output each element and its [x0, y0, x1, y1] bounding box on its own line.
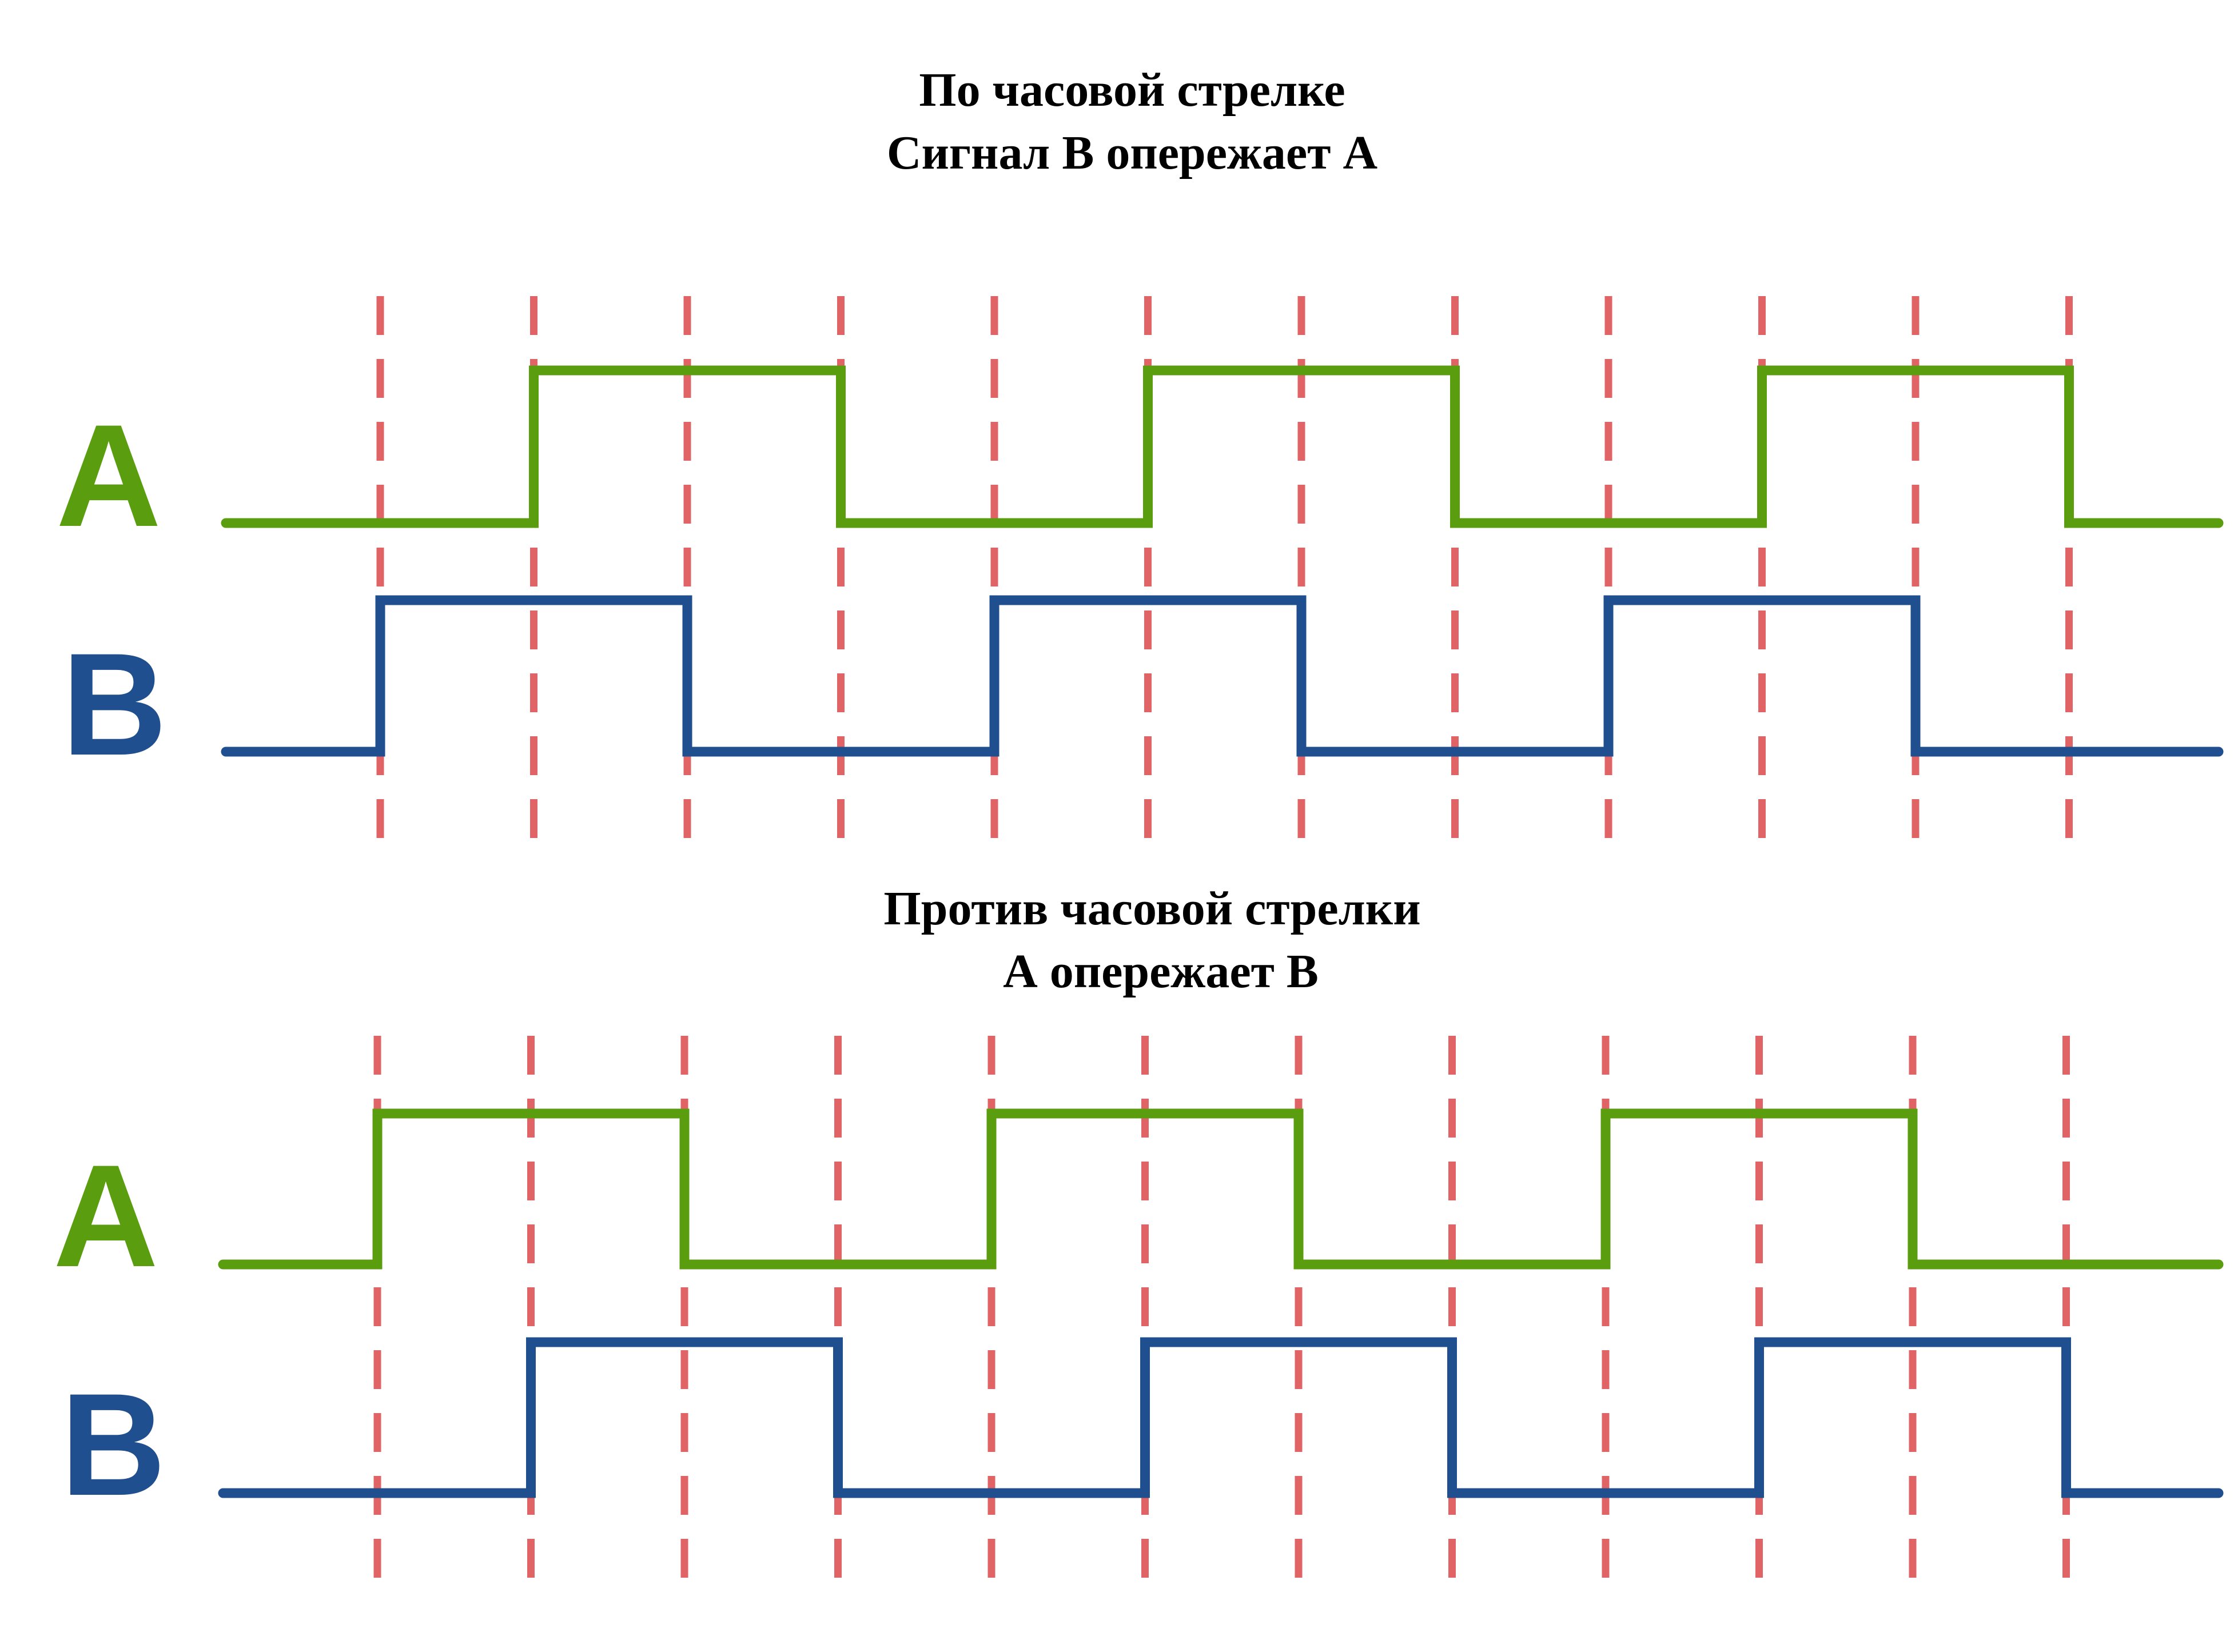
diagram-counterclockwise: Против часовой стрелки А опережает В A B: [53, 882, 2224, 1598]
diagram-counterclockwise-signal-a-waveform: [218, 1108, 2224, 1270]
diagram-clockwise-signal-a-waveform: [221, 365, 2224, 528]
diagram-counterclockwise-title-line1: Против часовой стрелки: [883, 882, 1420, 935]
diagram-clockwise: По часовой стрелке Сигнал В опережает А …: [56, 63, 2224, 852]
diagram-clockwise-title-line2: Сигнал В опережает А: [887, 126, 1378, 179]
diagram-counterclockwise-signal-b-label: B: [61, 1363, 166, 1526]
diagram-clockwise-signal-b-label: B: [62, 623, 167, 786]
diagram-clockwise-title-line1: По часовой стрелке: [919, 63, 1345, 117]
diagram-clockwise-signal-a-label: A: [56, 394, 161, 557]
diagram-clockwise-signal-b-waveform: [221, 595, 2224, 757]
diagram-counterclockwise-signal-a-label: A: [53, 1135, 158, 1298]
diagram-counterclockwise-title-line2: А опережает В: [1003, 945, 1319, 998]
diagram-counterclockwise-signal-b-waveform: [218, 1337, 2224, 1498]
